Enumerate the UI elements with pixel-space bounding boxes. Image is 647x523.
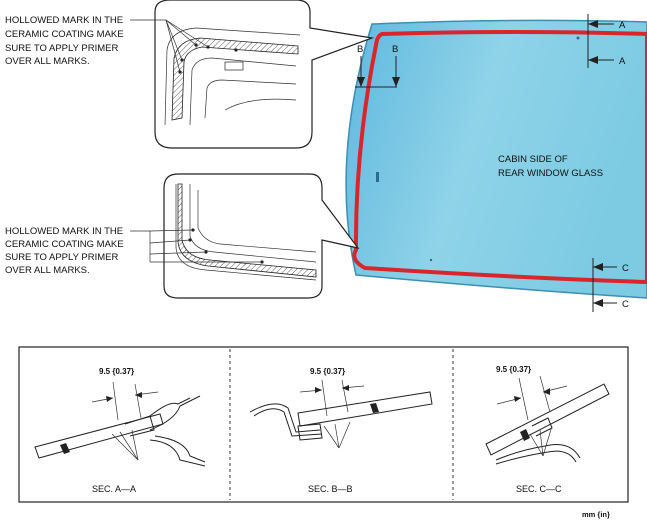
marker-c-bottom: C: [622, 299, 629, 310]
section-a-dimension: 9.5 {0.37}: [99, 367, 134, 376]
bottom-note-line-2: CERAMIC COATING MAKE: [5, 239, 124, 250]
section-c-label: SEC. C—C: [516, 484, 562, 494]
top-detail-callout: [130, 0, 375, 149]
top-note-line-3: SURE TO APPLY PRIMER: [5, 43, 118, 54]
marker-b-right: B: [392, 44, 398, 55]
top-note-line-1: HOLLOWED MARK IN THE: [5, 15, 123, 26]
section-c-dimension: 9.5 {0.37}: [496, 365, 531, 374]
marker-b-left: B: [357, 44, 363, 55]
bottom-note-line-1: HOLLOWED MARK IN THE: [5, 226, 123, 237]
bottom-detail-callout: [130, 173, 360, 299]
bottom-note-line-3: SURE TO APPLY PRIMER: [5, 252, 118, 263]
section-b-dimension: 9.5 {0.37}: [310, 367, 345, 376]
marker-c-top: C: [622, 263, 629, 274]
section-marker-c: [592, 258, 617, 312]
section-a-drawing: [34, 381, 206, 467]
marker-a-top: A: [619, 20, 626, 31]
section-b-drawing: [249, 379, 433, 449]
top-note-line-4: OVER ALL MARKS.: [5, 56, 90, 67]
section-a-label: SEC. A—A: [92, 484, 136, 494]
section-b-label: SEC. B—B: [308, 484, 353, 494]
rear-window-glass: [345, 19, 647, 299]
section-marker-b: [355, 56, 400, 88]
primer-line: [352, 30, 647, 285]
section-marker-a: [587, 14, 614, 68]
glass-label-line-1: CABIN SIDE OF: [498, 154, 568, 165]
marker-a-bottom: A: [619, 56, 626, 67]
bottom-note-line-4: OVER ALL MARKS.: [5, 265, 90, 276]
section-c-drawing: [485, 375, 610, 465]
unit-note: mm {in}: [582, 510, 610, 519]
top-note-line-2: CERAMIC COATING MAKE: [5, 29, 124, 40]
glass-label-line-2: REAR WINDOW GLASS: [498, 168, 603, 179]
